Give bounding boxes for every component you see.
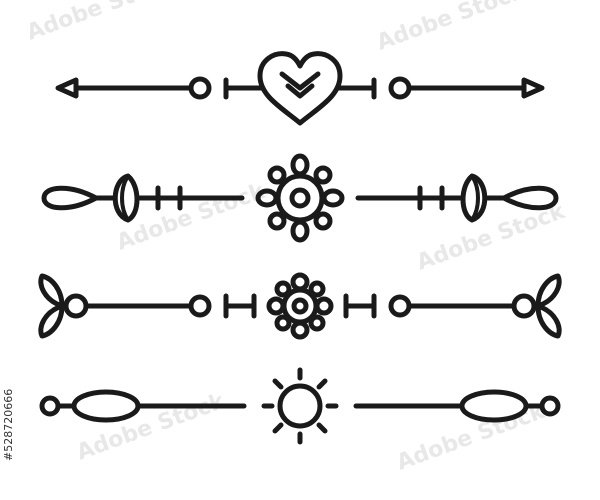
flower-icon <box>255 153 345 243</box>
leaf-icon <box>501 185 559 211</box>
sun-divider <box>39 367 561 445</box>
svg-text:Adobe Stock: Adobe Stock <box>24 0 180 46</box>
arrow-heart-divider <box>55 51 545 126</box>
trefoil-icon <box>38 273 89 339</box>
svg-text:Adobe Stock: Adobe Stock <box>374 0 530 56</box>
svg-text:Adobe Stock: Adobe Stock <box>74 389 230 466</box>
arrow-head-icon <box>55 77 79 99</box>
sun-icon <box>261 367 339 445</box>
moon-flower-divider <box>41 153 559 243</box>
small-flower-icon <box>266 272 334 340</box>
heart-icon <box>257 51 343 126</box>
trefoil-flower-divider <box>38 272 562 340</box>
ring-icon <box>539 395 561 417</box>
stock-id-label: #528720666 <box>2 388 15 462</box>
leaf-icon <box>41 185 99 211</box>
trefoil-icon <box>511 273 562 339</box>
arrow-head-icon <box>521 77 545 99</box>
svg-text:Adobe Stock: Adobe Stock <box>414 199 570 276</box>
